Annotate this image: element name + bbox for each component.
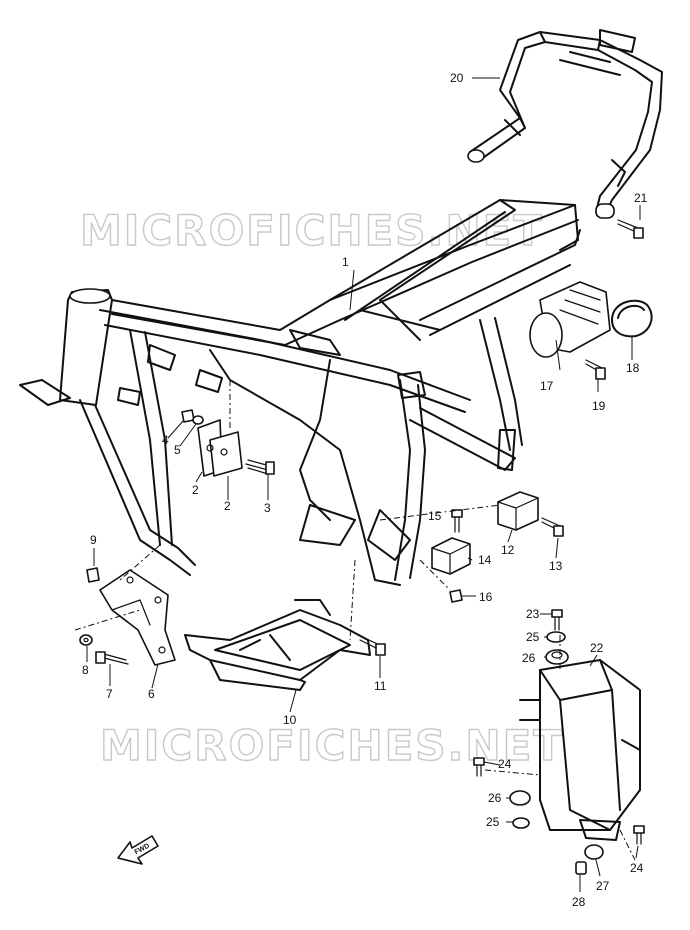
alignment-lines xyxy=(74,380,636,861)
callout-2a: 2 xyxy=(192,483,199,497)
part-12-rubber-mount xyxy=(497,491,539,531)
part-25-collar-bottom xyxy=(512,817,530,829)
part-25-collar-top xyxy=(546,631,566,643)
part-24-screw-left xyxy=(473,757,485,777)
part-1-main-frame xyxy=(19,199,581,586)
callout-1: 1 xyxy=(342,255,349,269)
callout-5: 5 xyxy=(174,443,181,457)
callout-26b: 26 xyxy=(488,791,502,805)
part-14-cushion xyxy=(431,537,471,575)
callout-11: 11 xyxy=(374,679,387,693)
callout-19: 19 xyxy=(592,399,606,413)
callout-4: 4 xyxy=(162,433,169,447)
part-28-collar xyxy=(575,861,587,875)
part-8-washer xyxy=(79,634,93,646)
part-15-bolt xyxy=(451,509,463,533)
callout-28: 28 xyxy=(572,895,586,909)
callout-9: 9 xyxy=(90,533,97,547)
callout-26a: 26 xyxy=(522,651,536,665)
part-17-coil xyxy=(529,281,611,358)
callout-23: 23 xyxy=(526,607,540,621)
callout-6: 6 xyxy=(148,687,155,701)
part-5-washer xyxy=(192,415,204,425)
part-23-bolt xyxy=(551,609,563,631)
callout-14: 14 xyxy=(478,553,492,567)
callout-7: 7 xyxy=(106,687,113,701)
callout-21: 21 xyxy=(634,191,648,205)
callout-25b: 25 xyxy=(486,815,500,829)
part-16-nut xyxy=(449,589,463,603)
callout-20: 20 xyxy=(450,71,464,85)
callout-8: 8 xyxy=(82,663,89,677)
callout-18: 18 xyxy=(626,361,640,375)
part-11-bolt xyxy=(359,635,386,656)
fwd-arrow-icon: FWD xyxy=(117,835,159,865)
callout-2b: 2 xyxy=(224,499,231,513)
callout-24a: 24 xyxy=(498,757,512,771)
part-3-bolt xyxy=(245,459,275,475)
part-19-bolt xyxy=(585,359,606,380)
part-26-grommet-bottom xyxy=(509,790,531,806)
part-2-engine-mount-plates xyxy=(197,419,243,477)
callout-13: 13 xyxy=(549,559,563,573)
callout-12: 12 xyxy=(501,543,515,557)
part-13-bolt xyxy=(541,517,564,537)
part-21-bolt xyxy=(617,219,644,239)
part-7-bolt xyxy=(95,651,129,665)
part-10-lower-frame xyxy=(184,599,371,691)
callout-25a: 25 xyxy=(526,630,540,644)
part-27-grommet xyxy=(584,844,604,860)
part-6-engine-bracket xyxy=(99,569,176,666)
callout-3: 3 xyxy=(264,501,271,515)
part-26-grommet-top xyxy=(545,649,569,665)
watermark-bottom: MICROFICHES.NET xyxy=(100,721,564,770)
callout-10: 10 xyxy=(283,713,297,727)
callout-17: 17 xyxy=(540,379,554,393)
callout-22: 22 xyxy=(590,641,604,655)
watermark-top: MICROFICHES.NET xyxy=(80,206,544,255)
part-18-band xyxy=(611,299,653,338)
callout-24b: 24 xyxy=(630,861,644,875)
callout-27: 27 xyxy=(596,879,610,893)
part-9-nut xyxy=(86,567,100,583)
callout-16: 16 xyxy=(479,590,493,604)
leader-lines xyxy=(86,77,641,892)
part-20-rear-carrier xyxy=(467,29,663,219)
callout-15: 15 xyxy=(428,509,442,523)
part-22-battery-case xyxy=(519,659,641,841)
part-24-screw-right xyxy=(633,825,645,845)
callout-labels: 1 2 2 3 4 5 6 7 8 9 10 11 12 13 14 15 16… xyxy=(82,71,648,909)
